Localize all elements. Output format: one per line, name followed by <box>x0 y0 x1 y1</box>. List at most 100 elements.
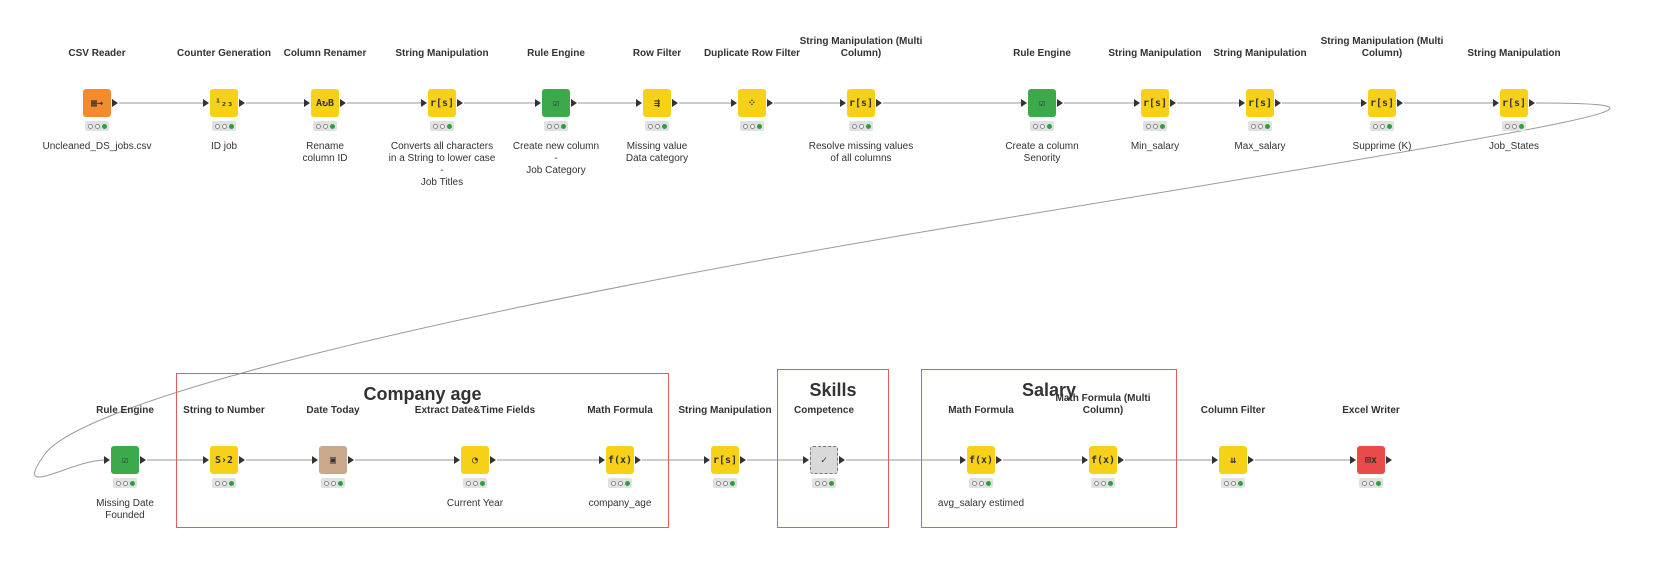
input-port[interactable] <box>104 456 110 464</box>
output-port[interactable] <box>1118 456 1124 464</box>
output-port[interactable] <box>112 99 118 107</box>
node-label: Create a column Senority <box>1005 141 1079 164</box>
output-port[interactable] <box>839 456 845 464</box>
node-icon[interactable]: r[s] <box>1500 89 1528 117</box>
status-yellow-dot <box>221 480 227 486</box>
output-port[interactable] <box>571 99 577 107</box>
input-port[interactable] <box>840 99 846 107</box>
status-green-dot <box>479 480 485 486</box>
node-icon[interactable]: ☑ <box>111 446 139 474</box>
input-port[interactable] <box>304 99 310 107</box>
output-port[interactable] <box>672 99 678 107</box>
node-icon[interactable]: r[s] <box>711 446 739 474</box>
input-port[interactable] <box>704 456 710 464</box>
input-port[interactable] <box>1350 456 1356 464</box>
status-green-dot <box>624 480 630 486</box>
input-port[interactable] <box>421 99 427 107</box>
output-port[interactable] <box>1386 456 1392 464</box>
node-label: Rename column ID <box>302 141 348 164</box>
input-port[interactable] <box>731 99 737 107</box>
input-port[interactable] <box>535 99 541 107</box>
node-label: avg_salary estimed <box>937 498 1025 509</box>
node-icon[interactable]: ☑ <box>542 89 570 117</box>
node-icon[interactable]: ⊞x <box>1357 446 1385 474</box>
input-port[interactable] <box>1082 456 1088 464</box>
node-icon[interactable]: ▣ <box>319 446 347 474</box>
output-port[interactable] <box>457 99 463 107</box>
output-port[interactable] <box>340 99 346 107</box>
node-icon[interactable]: ¹₂₃ <box>210 89 238 117</box>
node-icon[interactable]: f(x) <box>1089 446 1117 474</box>
input-port[interactable] <box>203 456 209 464</box>
node-icon[interactable]: ▦→ <box>83 89 111 117</box>
output-port[interactable] <box>239 456 245 464</box>
input-port[interactable] <box>960 456 966 464</box>
node-icon[interactable]: r[s] <box>428 89 456 117</box>
status-traffic-light <box>1370 121 1394 131</box>
node-icon[interactable]: ⇊ <box>1219 446 1247 474</box>
status-yellow-dot <box>94 123 100 129</box>
input-port[interactable] <box>1134 99 1140 107</box>
status-yellow-dot <box>749 123 755 129</box>
node-icon[interactable]: ☑ <box>1028 89 1056 117</box>
output-port[interactable] <box>1248 456 1254 464</box>
input-port[interactable] <box>312 456 318 464</box>
output-port[interactable] <box>490 456 496 464</box>
node-icon[interactable]: A↻B <box>311 89 339 117</box>
node-icon[interactable]: ⁘ <box>738 89 766 117</box>
output-port[interactable] <box>635 456 641 464</box>
output-port[interactable] <box>1057 99 1063 107</box>
input-port[interactable] <box>1021 99 1027 107</box>
output-port[interactable] <box>767 99 773 107</box>
annotation-salary[interactable]: Salary <box>921 369 1177 528</box>
output-port[interactable] <box>239 99 245 107</box>
node-title: String Manipulation <box>1467 48 1561 59</box>
input-port[interactable] <box>1493 99 1499 107</box>
status-green-dot <box>228 480 234 486</box>
output-port[interactable] <box>1170 99 1176 107</box>
output-port[interactable] <box>1529 99 1535 107</box>
output-port[interactable] <box>996 456 1002 464</box>
input-port[interactable] <box>636 99 642 107</box>
node-label: Job_States <box>1488 141 1540 152</box>
node-label: ID job <box>210 141 238 152</box>
node-icon[interactable]: ◔ <box>461 446 489 474</box>
output-port[interactable] <box>740 456 746 464</box>
output-port[interactable] <box>348 456 354 464</box>
status-yellow-dot <box>654 123 660 129</box>
node-icon[interactable]: r[s] <box>1141 89 1169 117</box>
output-port[interactable] <box>1275 99 1281 107</box>
annotation-company-age[interactable]: Company age <box>176 373 669 528</box>
input-port[interactable] <box>803 456 809 464</box>
node-label: Resolve missing values of all columns <box>808 141 914 164</box>
input-port[interactable] <box>1212 456 1218 464</box>
node-title: Date Today <box>306 405 360 416</box>
node-icon[interactable]: r[s] <box>1246 89 1274 117</box>
input-port[interactable] <box>1361 99 1367 107</box>
node-icon[interactable]: f(x) <box>967 446 995 474</box>
node-title: String Manipulation <box>678 405 772 416</box>
node-icon[interactable]: ✓ <box>810 446 838 474</box>
input-port[interactable] <box>454 456 460 464</box>
node-icon[interactable]: r[s] <box>847 89 875 117</box>
input-port[interactable] <box>599 456 605 464</box>
output-port[interactable] <box>140 456 146 464</box>
node-title: Math Formula (Multi Column) <box>1055 393 1151 416</box>
node-label: Missing value Data category <box>625 141 689 164</box>
node-title: Rule Engine <box>1013 48 1071 59</box>
node-title: Row Filter <box>632 48 682 59</box>
status-red-dot <box>715 480 721 486</box>
output-port[interactable] <box>1397 99 1403 107</box>
output-port[interactable] <box>876 99 882 107</box>
input-port[interactable] <box>203 99 209 107</box>
status-traffic-light <box>463 478 487 488</box>
node-icon[interactable]: r[s] <box>1368 89 1396 117</box>
input-port[interactable] <box>1239 99 1245 107</box>
node-icon[interactable]: S›2 <box>210 446 238 474</box>
status-red-dot <box>87 123 93 129</box>
node-icon[interactable]: ⇶ <box>643 89 671 117</box>
annotation-skills[interactable]: Skills <box>777 369 889 528</box>
node-icon[interactable]: f(x) <box>606 446 634 474</box>
node-label: Current Year <box>446 498 504 509</box>
